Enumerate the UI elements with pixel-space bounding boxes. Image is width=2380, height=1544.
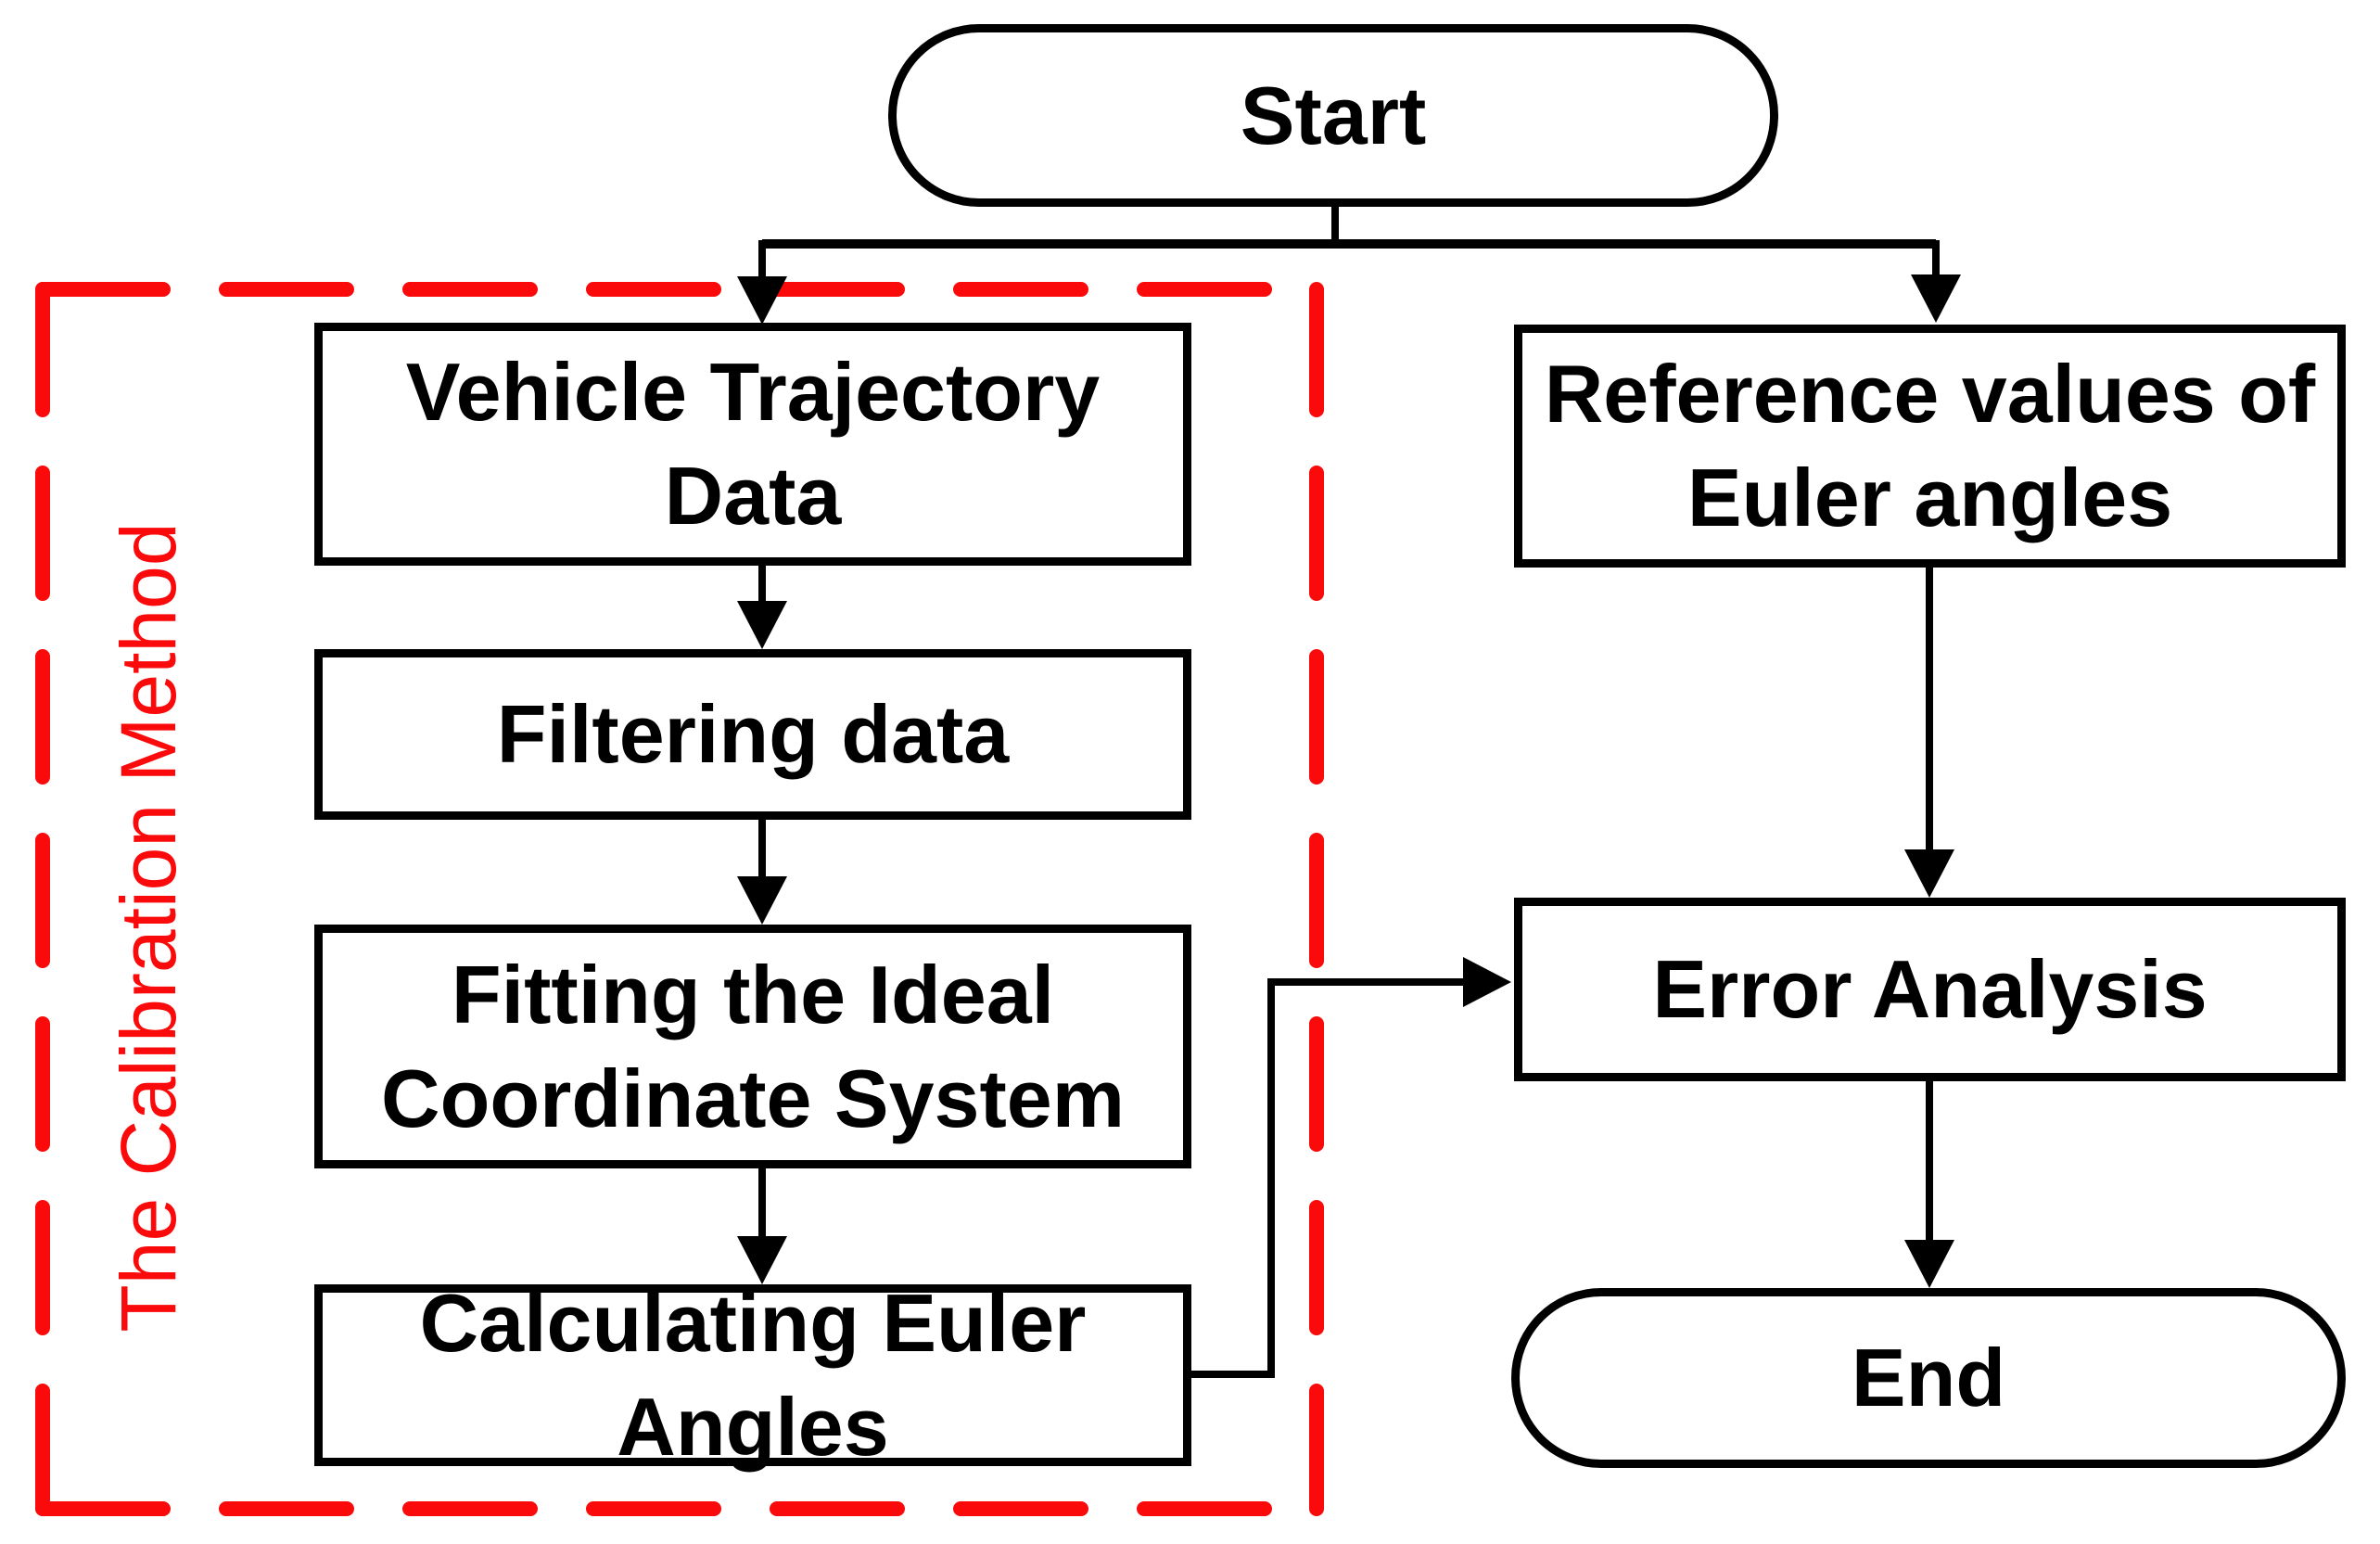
calculating-euler-angles-box: Calculating Euler Angles bbox=[314, 1277, 1191, 1473]
start-label: Start bbox=[1240, 69, 1427, 161]
fitting-label-line2: Coordinate System bbox=[381, 1052, 1125, 1144]
connector-lines bbox=[758, 202, 1940, 1378]
fitting-label-line1: Fitting the Ideal bbox=[451, 948, 1055, 1040]
vehicle-trajectory-data-label-line2: Data bbox=[664, 450, 842, 542]
arrowhead-into-fitting bbox=[737, 876, 787, 925]
error-analysis-box: Error Analysis bbox=[1514, 898, 2346, 1081]
calibration-method-frame-label: The Calibration Method bbox=[105, 522, 192, 1333]
arrowhead-into-filtering bbox=[737, 601, 787, 649]
start-terminator: Start bbox=[888, 24, 1778, 207]
arrowhead-into-end bbox=[1904, 1240, 1954, 1288]
filtering-data-box: Filtering data bbox=[314, 649, 1191, 820]
red-dashed-frame bbox=[35, 282, 1324, 1516]
end-label: End bbox=[1851, 1332, 2006, 1423]
end-terminator: End bbox=[1511, 1288, 2346, 1468]
edge-calculating-to-error bbox=[1190, 978, 1467, 1378]
error-analysis-label: Error Analysis bbox=[1652, 943, 2208, 1035]
arrowhead-into-error-left bbox=[1463, 957, 1511, 1007]
vehicle-trajectory-data-box: Vehicle Trajectory Data bbox=[314, 323, 1191, 566]
reference-values-box: Reference values of Euler angles bbox=[1514, 325, 2346, 568]
calculating-label-line2: Angles bbox=[617, 1381, 889, 1473]
arrowhead-into-calculating bbox=[737, 1236, 787, 1284]
arrowhead-into-error-top bbox=[1904, 849, 1954, 898]
fitting-ideal-coordinate-system-box: Fitting the Ideal Coordinate System bbox=[314, 925, 1191, 1168]
reference-label-line1: Reference values of bbox=[1544, 348, 2316, 440]
filtering-data-label: Filtering data bbox=[496, 688, 1010, 780]
reference-label-line2: Euler angles bbox=[1686, 452, 2173, 543]
vehicle-trajectory-data-label-line1: Vehicle Trajectory bbox=[405, 346, 1101, 438]
arrowhead-into-reference bbox=[1911, 274, 1961, 323]
arrowheads bbox=[737, 274, 1961, 1288]
arrowhead-into-vehicle bbox=[737, 276, 787, 325]
calculating-label-line1: Calculating Euler bbox=[419, 1277, 1087, 1369]
